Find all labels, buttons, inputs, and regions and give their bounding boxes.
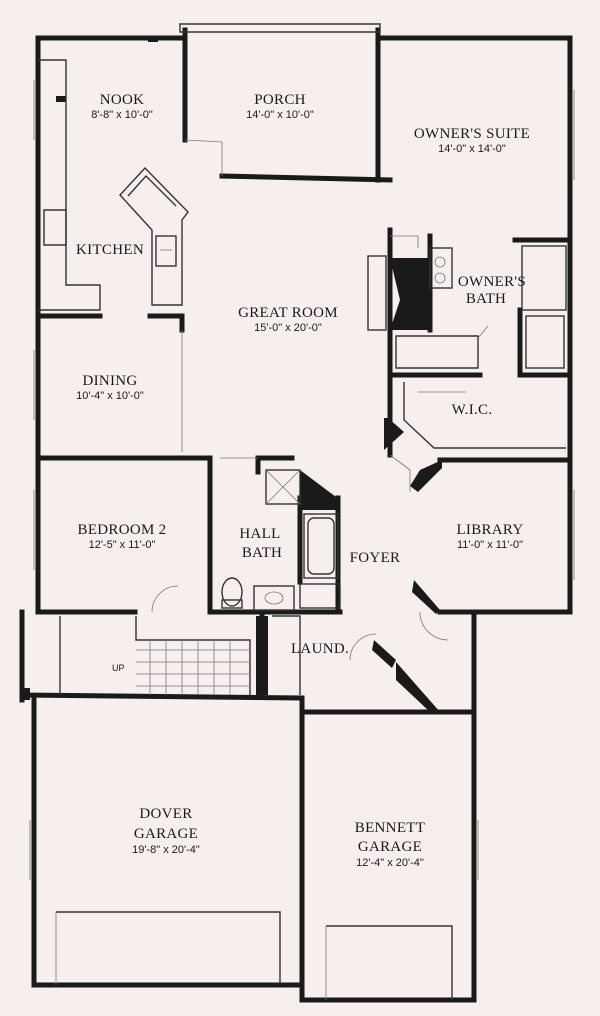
wic-details (403, 382, 566, 449)
dining-dims: 10'-4" x 10'-0" (76, 390, 144, 402)
wic-name: W.I.C. (452, 402, 493, 418)
owners-suite-dims: 14'-0" x 14'-0" (438, 143, 506, 155)
kitchen-name: KITCHEN (76, 242, 144, 258)
laundry-name: LAUND. (291, 641, 349, 657)
nook-dims: 8'-8" x 10'-0" (91, 109, 153, 121)
bennett-garage-dims: 12'-4" x 20'-4" (356, 857, 424, 869)
stair-up-label: UP (112, 663, 125, 673)
stairs (59, 616, 251, 695)
great-room-name: GREAT ROOM (238, 305, 338, 321)
room-labels: NOOK 8'-8" x 10'-0" PORCH 14'-0" x 10'-0… (76, 92, 530, 869)
library-name: LIBRARY (456, 522, 523, 538)
dover-garage-line2: GARAGE (134, 826, 198, 842)
hall-bath-line1: HALL (239, 526, 280, 542)
owners-suite-name: OWNER'S SUITE (414, 126, 530, 142)
doors (151, 235, 449, 661)
porch-dims: 14'-0" x 10'-0" (246, 109, 314, 121)
hall-bath-line2: BATH (242, 545, 282, 561)
hall-bath-fixtures (221, 469, 339, 611)
laundry-details (272, 583, 341, 695)
bennett-garage-line1: BENNETT (355, 820, 425, 836)
foyer-name: FOYER (350, 550, 401, 566)
garage-doors (55, 911, 453, 1000)
owners-bath-line1: OWNER'S (458, 274, 526, 290)
dover-garage-dims: 19'-8" x 20'-4" (132, 844, 200, 856)
bedroom2-name: BEDROOM 2 (78, 522, 167, 538)
exterior-walls (19, 27, 573, 1003)
windows (29, 80, 575, 880)
owners-bath-line2: BATH (466, 291, 506, 307)
great-room-dims: 15'-0" x 20'-0" (254, 322, 322, 334)
solid-wall-blocks (20, 36, 442, 712)
dining-name: DINING (82, 373, 137, 389)
porch-details (179, 23, 381, 176)
bennett-garage-line2: GARAGE (358, 839, 422, 855)
bedroom2-dims: 12'-5" x 11'-0" (89, 539, 156, 551)
nook-name: NOOK (100, 92, 145, 108)
library-dims: 11'-0" x 11'-0" (457, 539, 523, 551)
dover-garage-line1: DOVER (139, 806, 192, 822)
owners-bath-fixtures (367, 245, 567, 369)
kitchen-cabinets (38, 59, 189, 311)
porch-name: PORCH (254, 92, 306, 108)
